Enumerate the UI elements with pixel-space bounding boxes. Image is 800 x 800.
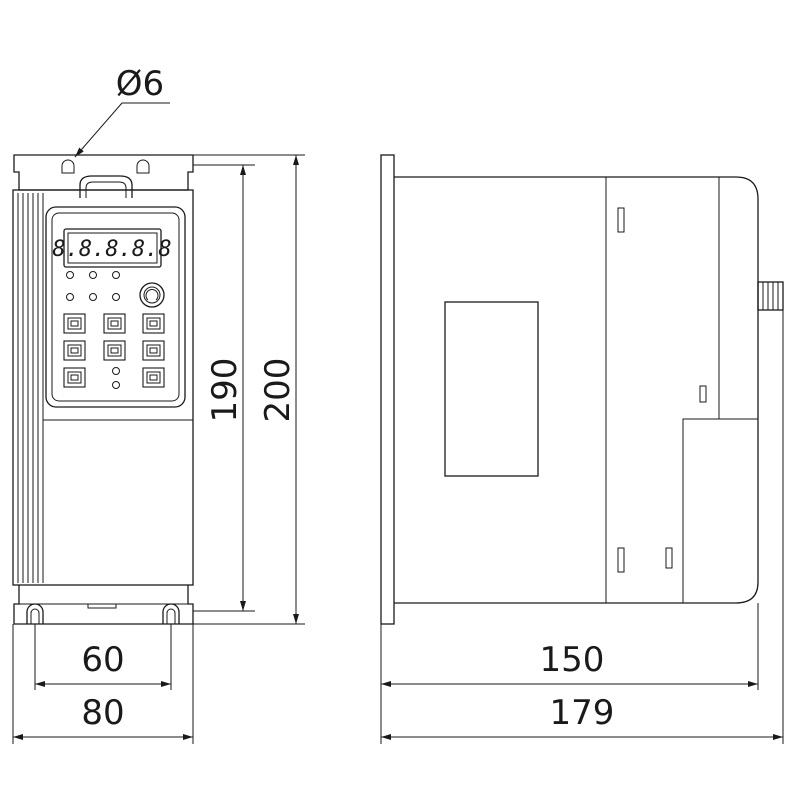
carry-handle [79,175,133,198]
total-height-label: 200 [258,358,298,423]
knob-side [757,281,784,311]
hole-diameter-callout: Ø6 [74,64,170,158]
mount-width-label: 60 [81,640,124,680]
key-7 [63,367,86,388]
hole-diameter-label: Ø6 [116,64,164,104]
led-display-text: 8.8.8.8.8 [52,237,171,262]
heatsink-fins [17,193,44,583]
side-view [380,154,784,625]
height-dimensions: 190 200 [193,154,305,625]
side-body [394,176,759,604]
key-8 [142,367,165,388]
top-mount-hole-right [136,159,150,174]
keypad-keys [63,313,165,388]
depth-dimensions: 150 179 [380,310,784,744]
width-dimensions: 60 80 [12,624,194,744]
front-view: 8.8.8.8.8 [12,154,194,625]
key-4 [63,340,86,361]
key-3 [142,313,165,334]
top-bracket [13,154,194,191]
terminal-cover [682,418,758,603]
key-2 [103,313,126,334]
nameplate-window [444,301,539,477]
bottom-mount-slot-right [162,603,180,624]
key-5 [103,340,126,361]
total-width-label: 80 [81,693,124,733]
total-depth-label: 179 [550,693,615,733]
keypad-panel [45,206,186,408]
inverter-body [12,189,194,586]
key-6 [142,340,165,361]
indicator-leds [66,271,120,389]
bottom-mount-slot-left [26,603,44,624]
mount-height-label: 190 [205,358,245,423]
key-1 [63,313,86,334]
led-display [63,228,162,268]
body-depth-label: 150 [540,640,605,680]
top-mount-hole-left [61,159,75,174]
mounting-plate [380,154,395,625]
bottom-slot [87,604,117,609]
speed-knob [139,282,165,308]
